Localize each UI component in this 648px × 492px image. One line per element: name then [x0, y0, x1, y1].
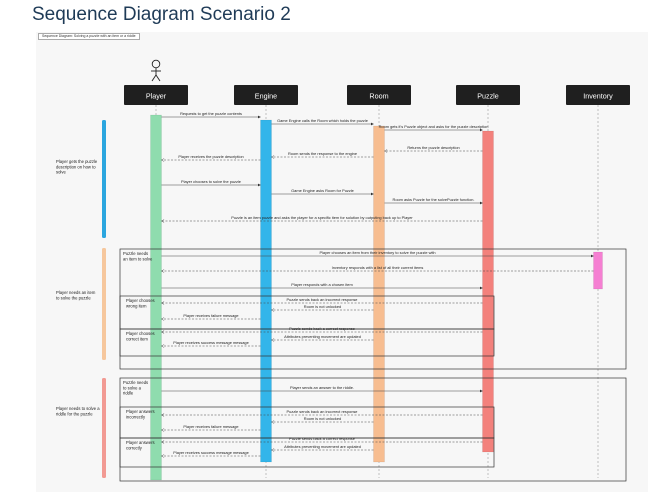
note-text-1-line: description on how to: [56, 164, 96, 169]
actor-icon: [151, 59, 161, 82]
activation-bar-player: [150, 114, 162, 481]
fragment-box-4: [119, 377, 627, 482]
message-label-1: Requests to get the puzzle contents: [180, 111, 242, 116]
message-label-24: Puzzle sends back a correct response: [289, 436, 355, 441]
frame-label: Sequence Diagram: Solving a puzzle with …: [38, 33, 140, 40]
note-text-2-line: Player needs an item: [56, 290, 96, 295]
activation-bar-engine: [260, 119, 272, 463]
fragment-label-5-line: Player answers: [126, 409, 155, 414]
message-label-16: Player receives failure message: [183, 313, 238, 318]
actor-leg-right: [155, 74, 161, 82]
diagram-canvas: Sequence Diagram: Solving a puzzle with …: [36, 32, 648, 492]
message-label-7: Player chooses to solve the puzzle: [181, 179, 241, 184]
message-label-8: Game Engine asks Room for Puzzle: [291, 188, 354, 193]
activation-bar-room: [373, 125, 385, 463]
note-text-2-line: to solve the puzzle: [56, 295, 91, 300]
fragment-label-2-line: Player chooses: [126, 298, 155, 303]
fragment-label-1-line: an item to solve: [123, 256, 153, 261]
message-label-4: Returns the puzzle description: [407, 145, 459, 150]
fragment-label-6-line: correctly: [126, 445, 143, 450]
message-label-3: Room gets it's Puzzle object and asks fo…: [379, 124, 489, 129]
fragment-label-4-line: to solve a: [123, 385, 142, 390]
participant-box-room: [347, 85, 411, 105]
message-label-6: Player receives the puzzle description: [178, 154, 243, 159]
note-text-1-line: Player gets the puzzle: [56, 159, 98, 164]
message-label-14: Puzzle sends back an incorrect response: [287, 297, 358, 302]
message-label-12: Inventory responds with a list of all th…: [332, 265, 424, 270]
fragment-label-1-line: Puzzle needs: [123, 251, 148, 256]
actor-leg-left: [151, 74, 157, 82]
participant-label-room: Room: [369, 92, 388, 101]
actor-head: [151, 59, 161, 69]
message-label-13: Player responds with a chosen item: [291, 282, 352, 287]
fragment-label-2-line: wrong item: [126, 303, 147, 308]
activation-bar-inventory: [593, 251, 603, 290]
message-label-25: Attributes preventing movement are updat…: [284, 444, 361, 449]
participant-label-engine: Engine: [255, 92, 277, 101]
message-label-9: Room asks Puzzle for the solvePuzzle fun…: [393, 197, 475, 202]
note-bar-3: [102, 378, 106, 478]
activation-bar-puzzle: [482, 130, 494, 453]
message-label-2: Game Engine calls the Room which holds t…: [277, 118, 368, 123]
message-label-19: Player receives success message message: [173, 340, 248, 345]
fragment-label-4-line: riddle: [123, 391, 134, 396]
fragment-box-6: [119, 437, 495, 468]
fragment-label-3-line: correct item: [126, 336, 148, 341]
note-bar-2: [102, 248, 106, 360]
message-label-5: Room sends the response to the engine: [288, 151, 357, 156]
message-label-18: Attributes preventing movement are updat…: [284, 334, 361, 339]
fragment-label-3-line: Player chooses: [126, 331, 155, 336]
message-label-26: Player receives success message message: [173, 450, 248, 455]
fragment-label-5-line: incorrectly: [126, 414, 146, 419]
message-label-10: Puzzle is an item puzzle and asks the pl…: [231, 215, 413, 220]
participant-label-puzzle: Puzzle: [477, 92, 499, 101]
participant-box-player: [124, 85, 188, 105]
page-title: Sequence Diagram Scenario 2: [32, 4, 291, 25]
fragment-box-3: [119, 328, 495, 357]
message-label-22: Room is not unlocked: [304, 416, 341, 421]
message-label-11: Player chooses an item from their invent…: [319, 250, 435, 255]
participant-box-engine: [234, 85, 298, 105]
message-label-20: Player sends an answer to the riddle.: [290, 385, 354, 390]
participant-label-inventory: Inventory: [583, 92, 613, 101]
message-label-23: Player receives failure message: [183, 424, 238, 429]
fragment-label-6-line: Player answers: [126, 440, 155, 445]
participant-label-player: Player: [146, 92, 167, 101]
note-text-3-line: riddle for the puzzle: [56, 411, 93, 416]
message-label-21: Puzzle sends back an incorrect response: [287, 409, 358, 414]
participant-box-inventory: [566, 85, 630, 105]
fragment-label-4-line: Puzzle needs: [123, 380, 148, 385]
note-text-1-line: solve: [56, 170, 66, 175]
message-label-15: Room is not unlocked: [304, 304, 341, 309]
note-bar-1: [102, 120, 106, 238]
participant-box-puzzle: [456, 85, 520, 105]
message-label-17: Puzzle sends back a correct response: [289, 326, 355, 331]
note-text-3-line: Player needs to solve a: [56, 406, 100, 411]
